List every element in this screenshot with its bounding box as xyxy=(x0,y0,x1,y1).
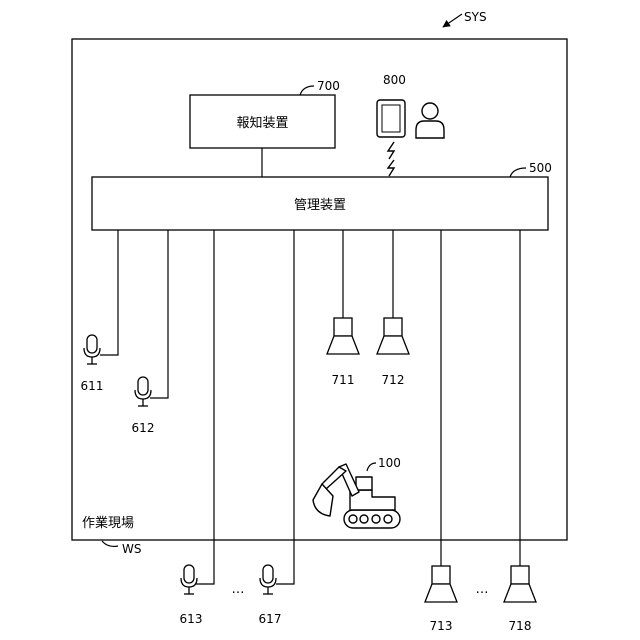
notifier-label: 報知装置 xyxy=(236,115,288,131)
speaker-icon xyxy=(377,318,409,354)
speaker-icon xyxy=(327,318,359,354)
excavator-leader xyxy=(367,463,376,471)
notifier-leader xyxy=(300,86,314,95)
microphone-icon xyxy=(260,565,276,594)
speaker-ellipsis: … xyxy=(476,582,489,597)
manager-label: 管理装置 xyxy=(294,198,346,213)
system-label: SYS xyxy=(464,10,487,24)
wire-mic-617 xyxy=(276,230,294,584)
speaker-label: 713 xyxy=(430,619,453,633)
microphone-label: 617 xyxy=(259,612,282,626)
speaker-label: 711 xyxy=(332,373,355,387)
microphone-icon xyxy=(181,565,197,594)
microphone-icon xyxy=(135,377,151,406)
microphone-label: 612 xyxy=(132,421,155,435)
speaker-label: 718 xyxy=(509,619,532,633)
excavator-icon xyxy=(313,464,400,528)
microphone-icon xyxy=(84,335,100,364)
worksite-label: 作業現場 xyxy=(82,515,134,531)
speaker-icon xyxy=(425,566,457,602)
manager-leader xyxy=(510,168,526,177)
wire-mic-613 xyxy=(196,230,214,584)
worksite-ref: WS xyxy=(122,542,141,556)
manager-ref: 500 xyxy=(529,161,552,175)
notifier-ref: 700 xyxy=(317,79,340,93)
wire-mic-611 xyxy=(100,230,118,355)
excavator-ref: 100 xyxy=(378,456,401,470)
speaker-icon xyxy=(504,566,536,602)
terminal-ref: 800 xyxy=(383,73,406,87)
microphone-ellipsis: … xyxy=(232,582,245,597)
system-arrow xyxy=(443,14,462,27)
speaker-label: 712 xyxy=(382,373,405,387)
microphone-label: 613 xyxy=(180,612,203,626)
tablet-icon xyxy=(377,100,405,137)
wire-mic-612 xyxy=(150,230,168,398)
microphone-label: 611 xyxy=(81,379,104,393)
user-icon xyxy=(416,103,444,138)
wireless-icon xyxy=(388,142,394,176)
worksite-leader xyxy=(102,541,118,546)
